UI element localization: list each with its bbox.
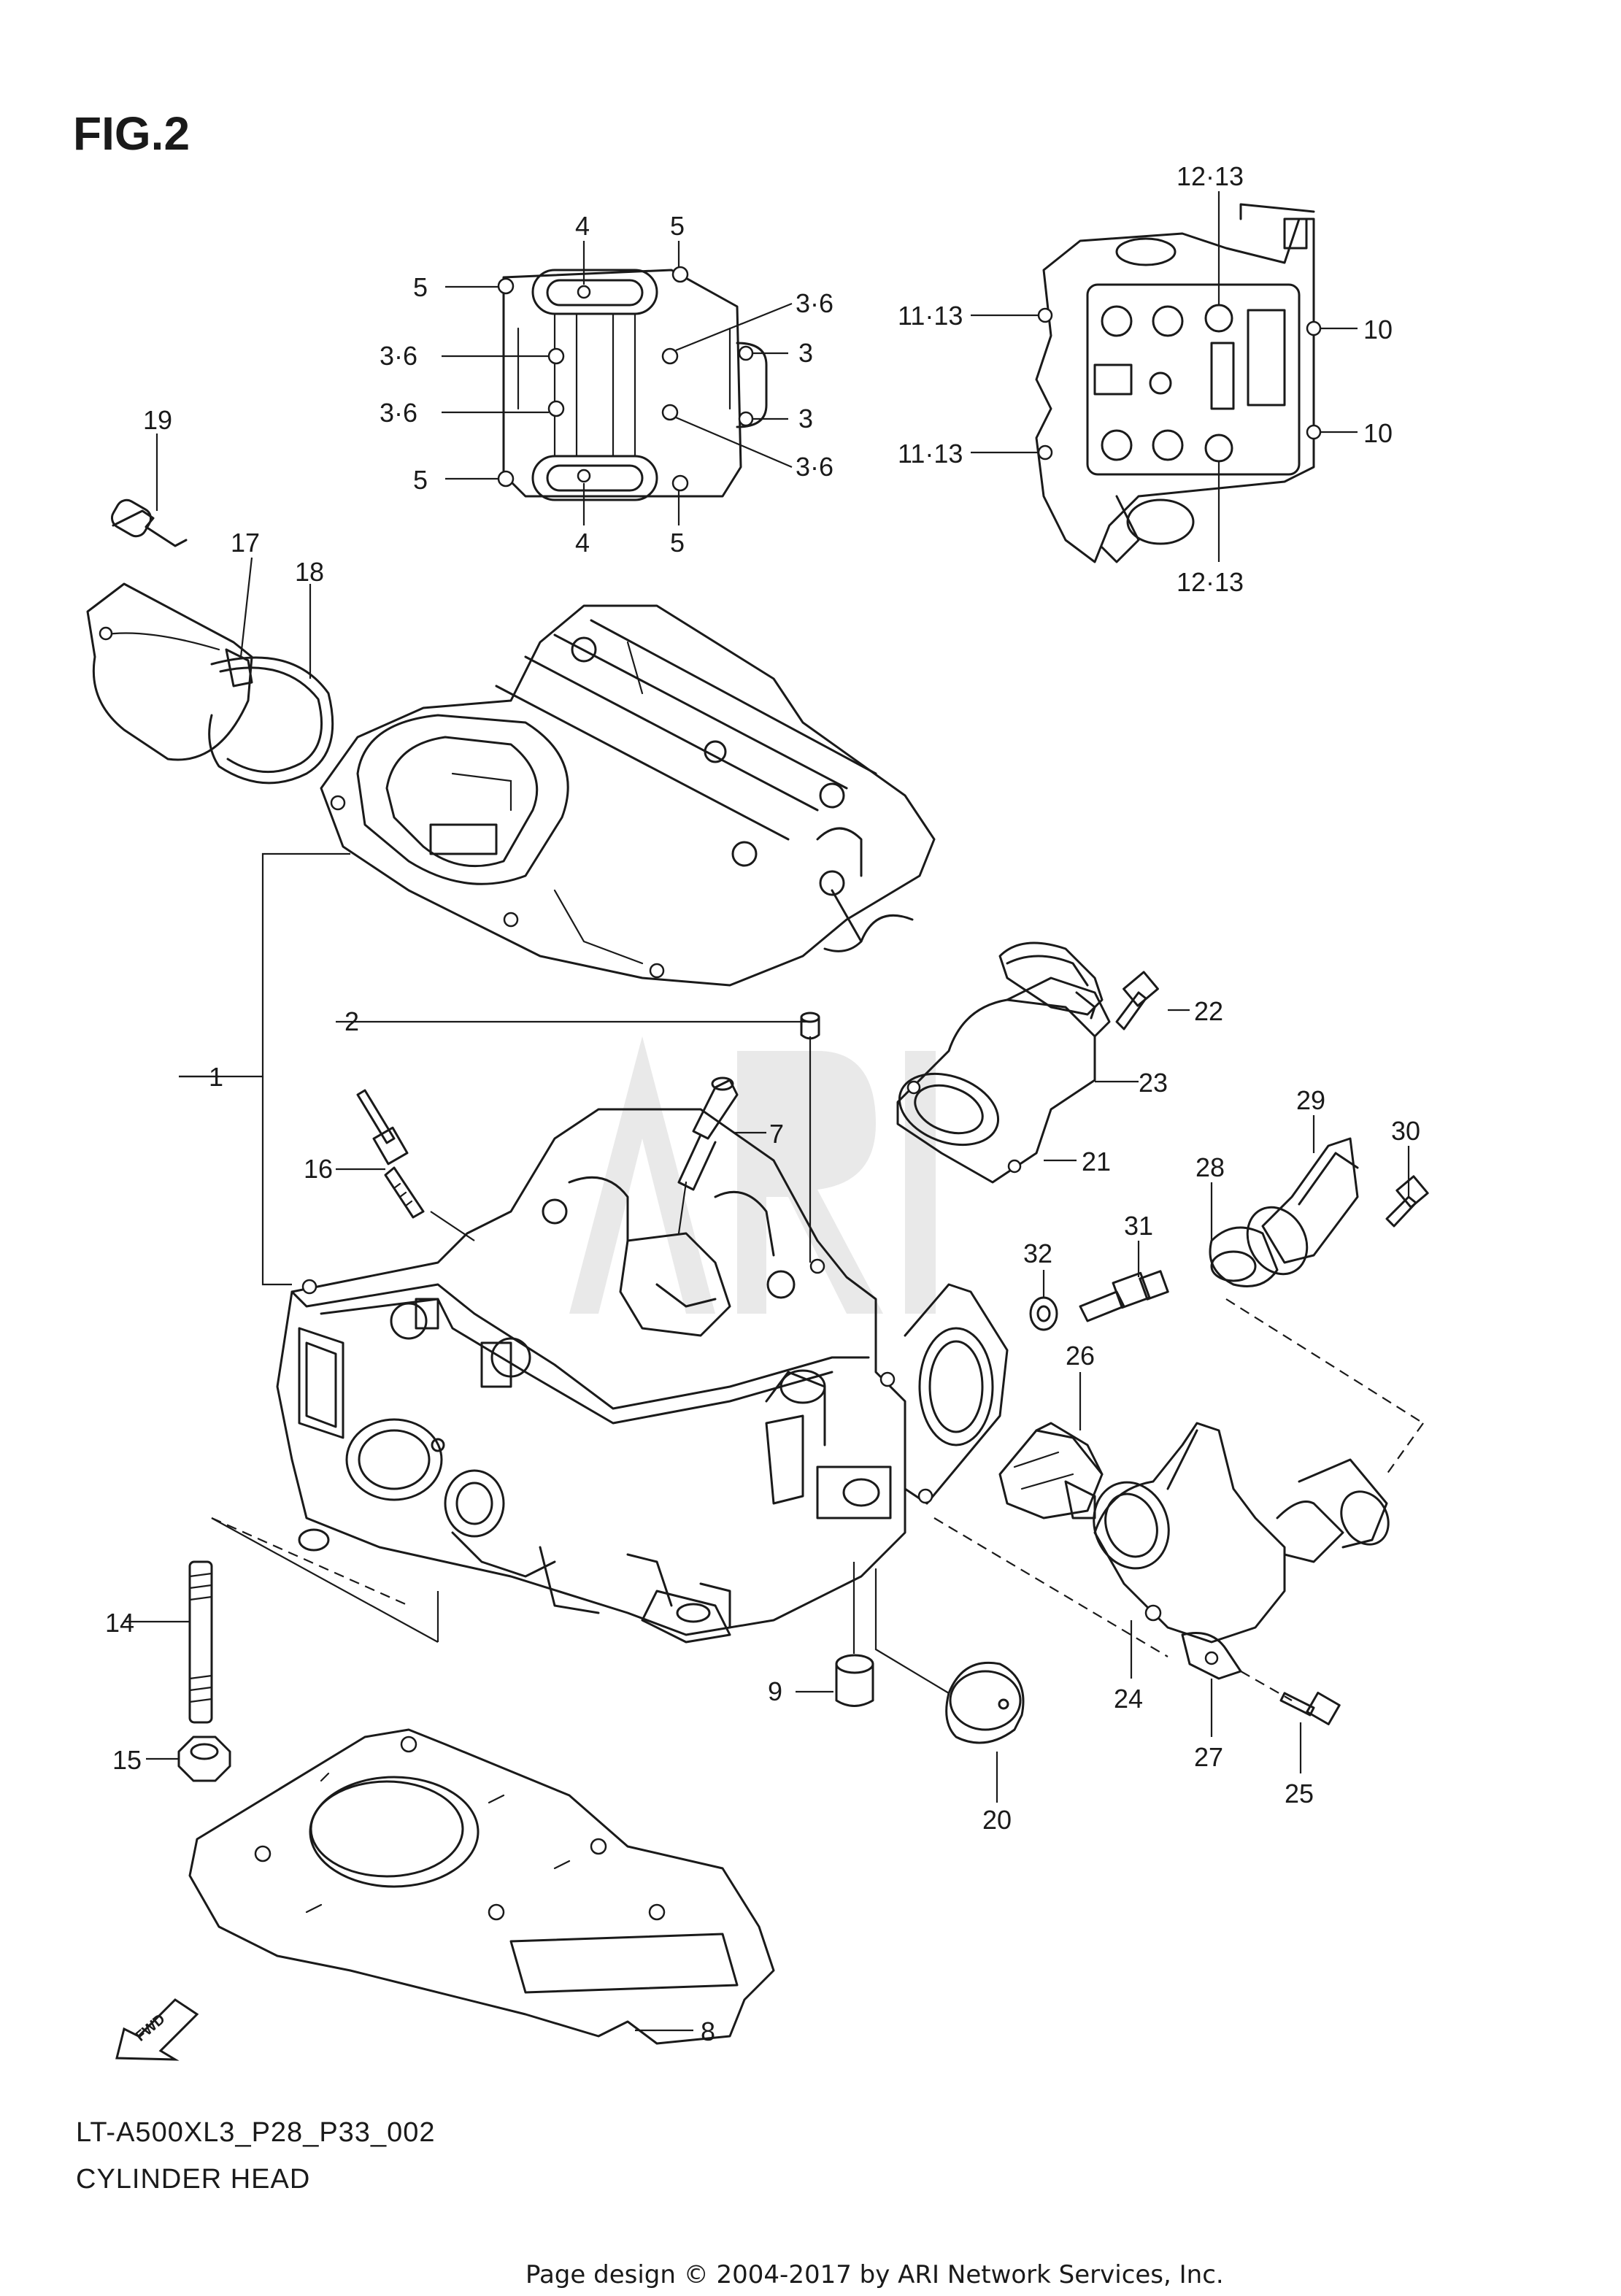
stud-and-nut xyxy=(124,1517,439,1782)
thermostat-cover-assembly xyxy=(1209,1115,1429,1287)
callout-29: 29 xyxy=(1296,1085,1325,1115)
callout-27: 27 xyxy=(1194,1742,1223,1772)
callout-24: 24 xyxy=(1114,1684,1143,1714)
callout-32: 32 xyxy=(1023,1238,1052,1268)
callout-26: 26 xyxy=(1066,1341,1095,1371)
cylinder-head xyxy=(179,852,1009,1644)
callout-21: 21 xyxy=(1082,1147,1111,1176)
callout-3: 3 xyxy=(798,338,813,368)
callout-20: 20 xyxy=(982,1805,1012,1835)
head-gasket xyxy=(188,1728,775,2045)
plug-cap xyxy=(796,1562,1025,1803)
callout-3-6: 3·6 xyxy=(796,288,833,318)
callout-28: 28 xyxy=(1195,1152,1225,1182)
callout-7: 7 xyxy=(769,1119,784,1149)
callout-22: 22 xyxy=(1194,996,1223,1026)
valve-guide xyxy=(677,1076,766,1235)
callout-3-6: 3·6 xyxy=(380,398,417,428)
cylinder-head-top-view xyxy=(971,191,1358,563)
callout-5: 5 xyxy=(413,465,428,495)
callout-5: 5 xyxy=(670,528,685,558)
callout-25: 25 xyxy=(1285,1779,1314,1808)
callout-5: 5 xyxy=(670,211,685,241)
callout-3: 3 xyxy=(798,404,813,434)
intake-pipe-assembly xyxy=(896,941,1190,1184)
thermostat xyxy=(998,1372,1104,1519)
callout-10: 10 xyxy=(1363,315,1393,344)
callout-16: 16 xyxy=(304,1154,333,1184)
figure-title: FIG.2 xyxy=(73,107,190,160)
callout-23: 23 xyxy=(1139,1068,1168,1098)
callout-14: 14 xyxy=(105,1608,134,1638)
callout-18: 18 xyxy=(295,557,324,587)
model-code: LT-A500XL3_P28_P33_002 xyxy=(76,2117,435,2148)
callout-1: 1 xyxy=(209,1062,223,1092)
spark-plug xyxy=(336,1089,475,1241)
fwd-arrow-icon: FWD xyxy=(115,1998,199,2061)
callout-30: 30 xyxy=(1391,1116,1420,1146)
callout-3-6: 3·6 xyxy=(380,341,417,371)
callout-10: 10 xyxy=(1363,418,1393,448)
cap-assembly xyxy=(86,434,334,785)
valve-cover xyxy=(320,604,936,987)
callout-2: 2 xyxy=(344,1006,359,1036)
water-outlet-assembly xyxy=(933,1298,1424,1773)
temp-sensor xyxy=(1029,1241,1169,1331)
callout-9: 9 xyxy=(768,1676,782,1706)
callout-31: 31 xyxy=(1124,1211,1153,1241)
callout-12-13: 12·13 xyxy=(1177,161,1244,191)
callout-11-13: 11·13 xyxy=(898,439,963,469)
callout-15: 15 xyxy=(112,1745,142,1775)
callout-12-13: 12·13 xyxy=(1177,567,1244,597)
callout-4: 4 xyxy=(575,211,590,241)
valve-cover-top-view xyxy=(442,241,793,525)
callout-3-6: 3·6 xyxy=(796,452,833,482)
footer-copyright: Page design © 2004-2017 by ARI Network S… xyxy=(525,2260,1224,2289)
figure-caption: CYLINDER HEAD xyxy=(76,2164,310,2195)
dowel-pin xyxy=(800,1012,820,1040)
callout-19: 19 xyxy=(143,405,172,435)
callout-11-13: 11·13 xyxy=(898,301,963,331)
callout-5: 5 xyxy=(413,272,428,302)
callout-8: 8 xyxy=(701,2016,715,2046)
callout-4: 4 xyxy=(575,528,590,558)
callout-17: 17 xyxy=(231,528,260,558)
